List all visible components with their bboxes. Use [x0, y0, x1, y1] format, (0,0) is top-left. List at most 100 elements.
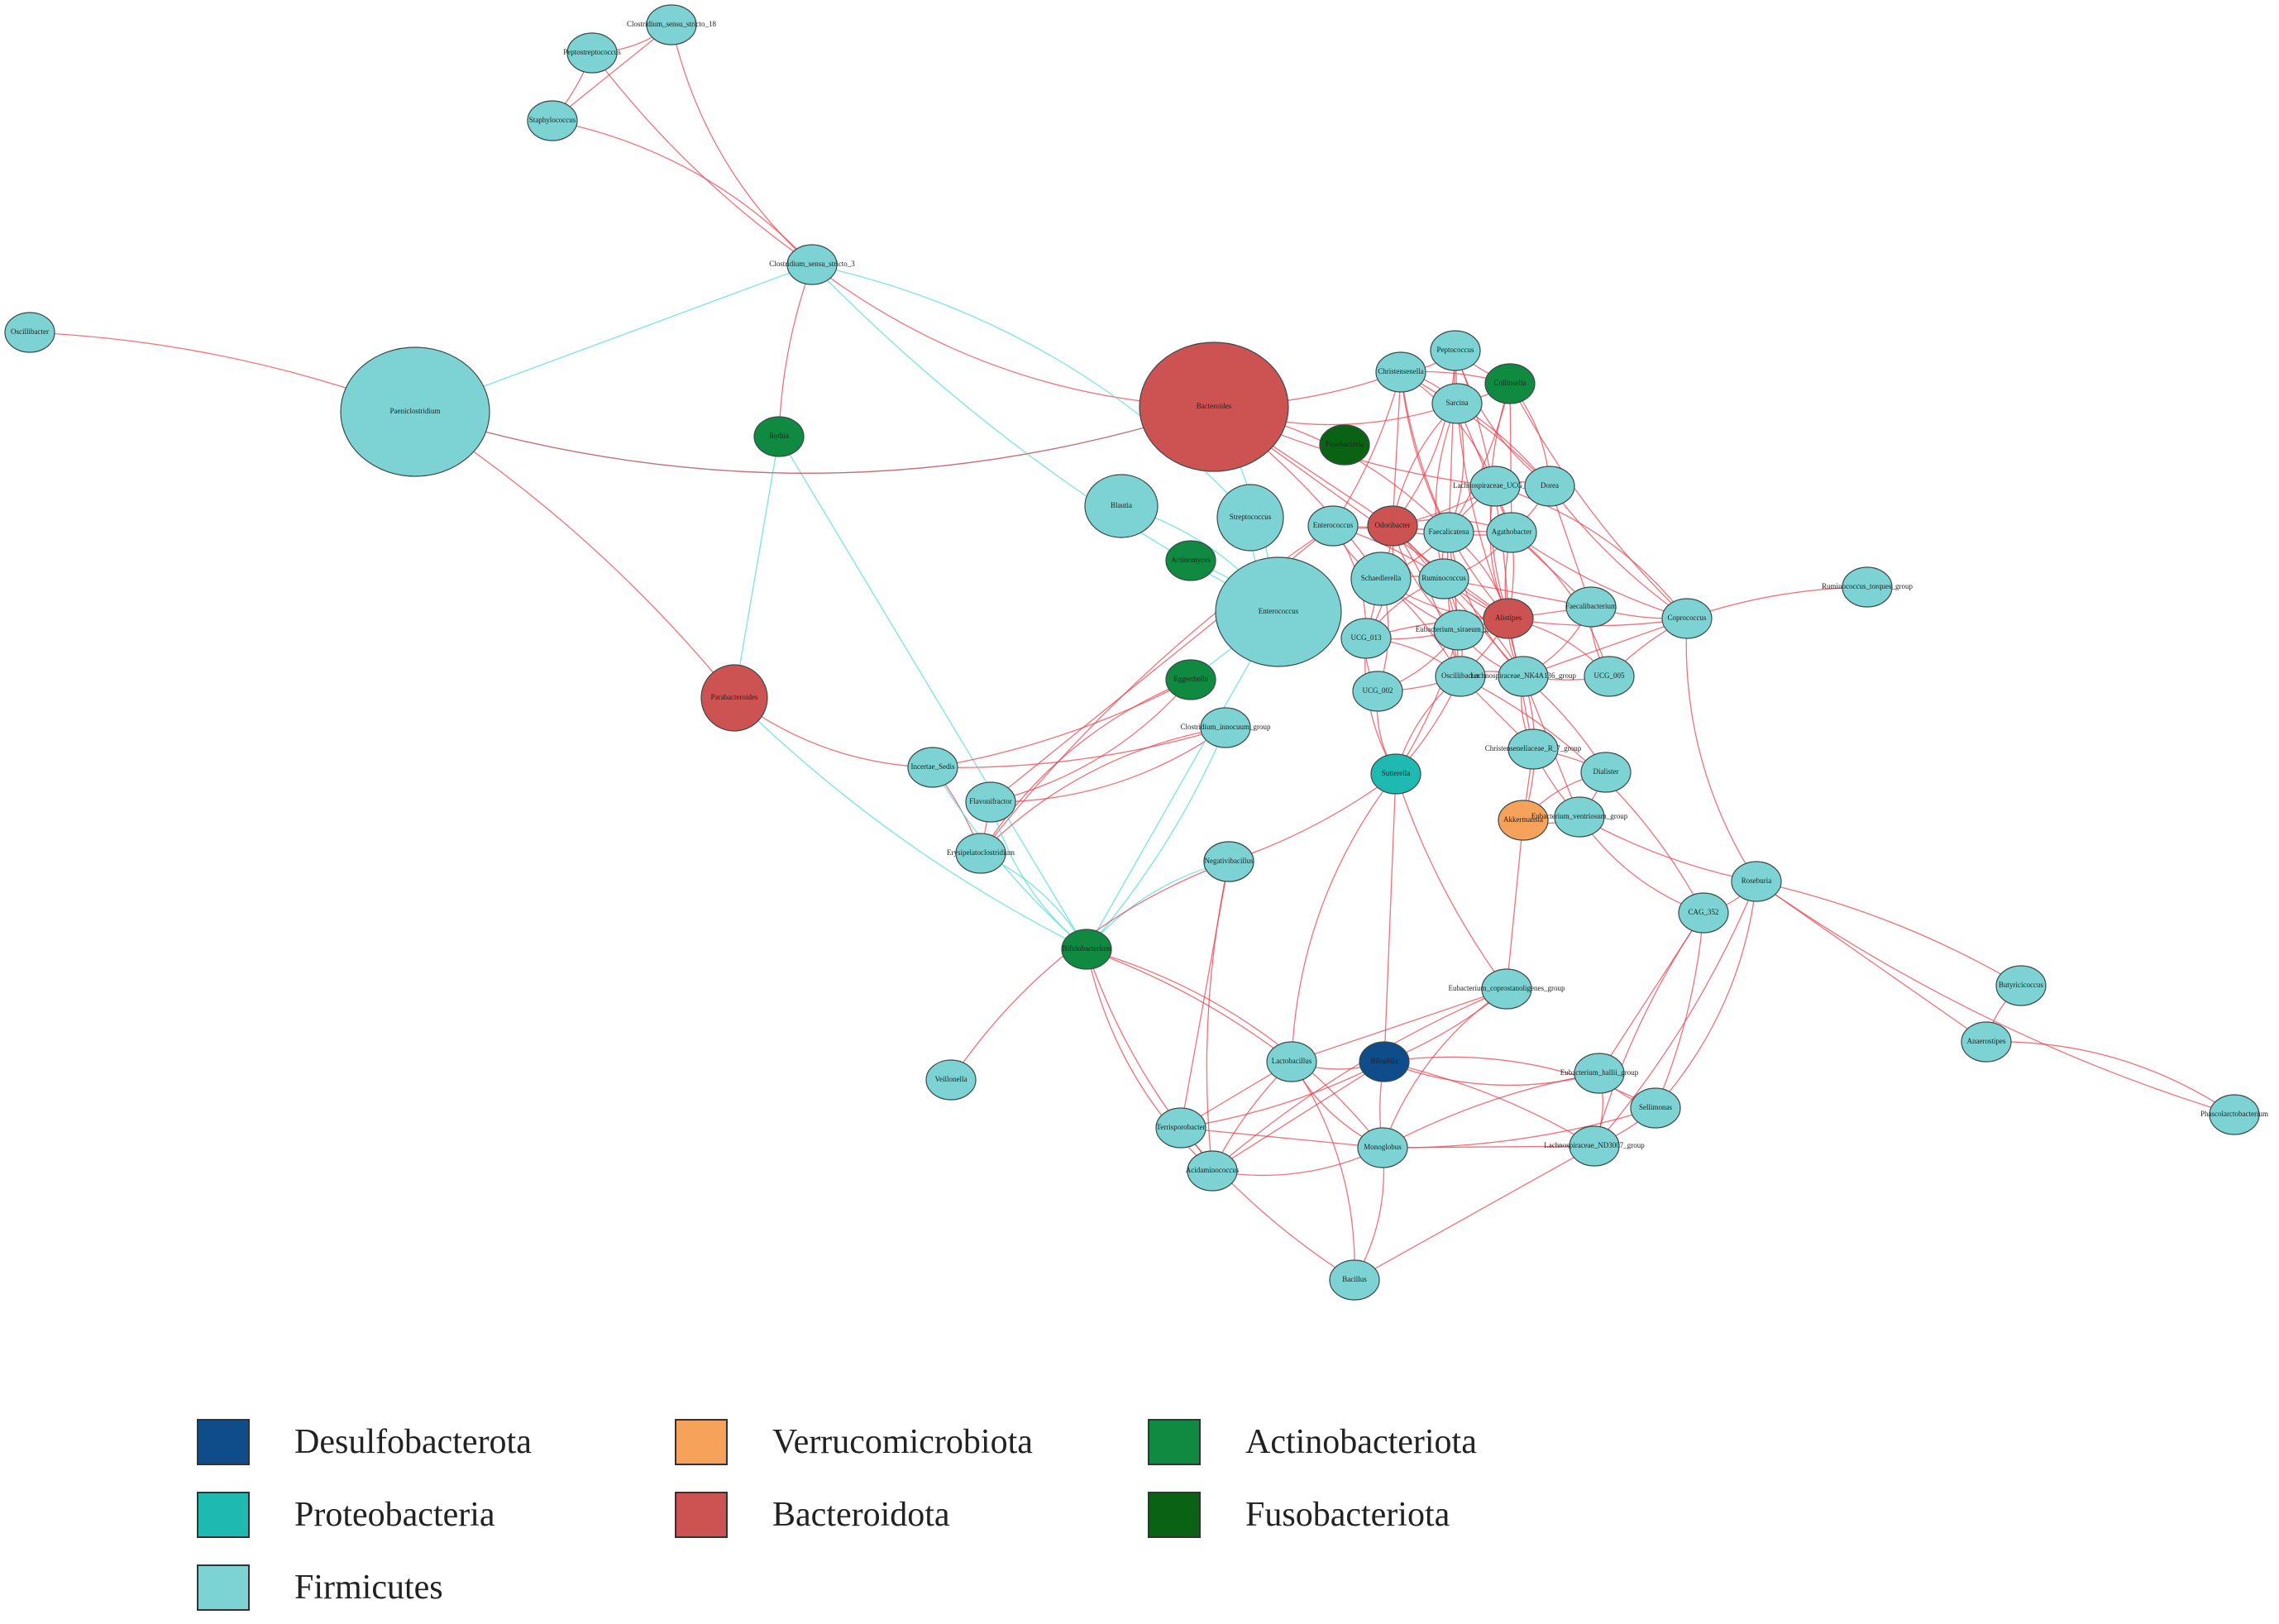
legend-swatch	[675, 1419, 728, 1465]
node-circle	[1498, 656, 1549, 697]
edge-negative	[778, 436, 1087, 950]
node-label: UCG_002	[1362, 686, 1393, 695]
edge-positive	[1593, 912, 1704, 1147]
node-sutterella: Sutterella	[1370, 753, 1421, 795]
node-oscillibacter: Oscillibacter	[4, 312, 55, 353]
node-anaerostipes: Anaerostipes	[1961, 1021, 2012, 1063]
node-rothia: Rothia	[753, 416, 805, 457]
node-veillonella: Veillonella	[925, 1059, 977, 1101]
node-cag-352: CAG_352	[1678, 892, 1729, 934]
node-circle	[965, 781, 1016, 823]
node-label: Eubacterium_coprostanoligenes_group	[1449, 984, 1565, 992]
node-circle	[1584, 656, 1635, 697]
node-circle	[1574, 1053, 1625, 1094]
node-label: Peptostreptococcus	[563, 48, 621, 56]
legend-swatch	[197, 1492, 250, 1538]
node-incertae-sedis: Incertae_Sedis	[907, 747, 958, 788]
node-circle	[527, 100, 578, 141]
network-diagram: Clostridium_sensu_stricto_18Peptostrepto…	[4, 4, 2268, 1301]
edge-positive	[1291, 773, 1397, 1063]
edge-positive	[950, 861, 1230, 1081]
node-circle	[1319, 424, 1370, 466]
nodes-layer: Clostridium_sensu_stricto_18Peptostrepto…	[4, 4, 2268, 1301]
edge-positive	[1382, 988, 1507, 1149]
node-circle	[1187, 1150, 1238, 1192]
edge-positive	[1509, 383, 1512, 533]
node-bacteroides: Bacteroides	[1139, 342, 1289, 472]
node-schaedlerella: Schaedlerella	[1350, 552, 1412, 606]
edge-positive	[1291, 988, 1507, 1063]
node-circle	[1430, 330, 1481, 371]
node-eubacterium-siraeum-group: Eubacterium_siraeum_group	[1416, 609, 1503, 651]
node-circle	[907, 747, 958, 788]
node-label: Agathobacter	[1492, 528, 1531, 536]
node-circle	[1431, 383, 1483, 424]
node-negativibacillus: Negativibacillus	[1203, 841, 1254, 882]
node-label: Veillonella	[935, 1075, 967, 1083]
node-circle	[1842, 566, 1893, 608]
node-label: Oscillibacter	[1441, 671, 1479, 680]
node-label: Terrisporobacter	[1156, 1123, 1205, 1131]
node-circle	[1418, 558, 1469, 599]
edge-positive	[932, 679, 1192, 768]
node-circle	[1139, 342, 1289, 472]
node-circle	[646, 4, 697, 45]
node-circle	[1352, 671, 1403, 712]
node-label: Bacillus	[1342, 1275, 1367, 1283]
node-label: Eubacterium_hallii_group	[1560, 1068, 1639, 1077]
node-label: Anaerostipes	[1967, 1037, 2006, 1045]
edge-negative	[1086, 861, 1230, 950]
node-label: Clostridium_sensu_stricto_3	[769, 260, 855, 268]
node-label: Lachnospiraceae_UCG_004	[1453, 481, 1537, 490]
edge-positive	[1382, 1107, 1656, 1149]
node-circle	[1084, 474, 1159, 538]
edge-positive	[1180, 1127, 1355, 1281]
node-label: Negativibacillus	[1205, 857, 1254, 865]
node-label: Enterococcus	[1313, 521, 1354, 529]
node-lachnospiraceae-nk4a136-group: Lachnospiraceae_NK4A136_group	[1470, 656, 1576, 697]
edge-positive	[1086, 948, 1292, 1063]
node-label: Clostridium_sensu_stricto_18	[627, 20, 717, 28]
node-label: Acidaminococcus	[1186, 1166, 1240, 1174]
node-eggerthella: Eggerthella	[1165, 659, 1216, 700]
node-sarcina: Sarcina	[1431, 383, 1483, 424]
node-butyricicoccus: Butyricicoccus	[1995, 965, 2047, 1006]
node-christensenellaceae-r-7-group: Christensenellaceae_R_7_group	[1485, 728, 1582, 770]
node-circle	[2209, 1094, 2260, 1135]
node-label: Staphylococcus	[529, 116, 576, 124]
edge-positive	[1448, 350, 1456, 533]
edge-negative	[733, 436, 780, 699]
edge-positive	[1655, 912, 1704, 1109]
node-ruminococcus: Ruminococcus	[1418, 558, 1469, 599]
edge-positive	[990, 679, 1192, 803]
node-label: Fusobacteria	[1326, 440, 1364, 448]
node-peptostreptococcus: Peptostreptococcus	[563, 32, 621, 74]
legend-swatch	[675, 1492, 728, 1538]
node-label: Bifidobacterium	[1063, 944, 1111, 953]
node-label: Christensenella	[1378, 367, 1424, 375]
legend-item-desulfobacterota: Desulfobacterota	[197, 1416, 532, 1469]
node-lachnospiraceae-nd3007-group: Lachnospiraceae_ND3007_group	[1544, 1125, 1645, 1167]
node-collinsella: Collinsella	[1484, 363, 1536, 404]
node-label: UCG_013	[1350, 633, 1382, 642]
legend-label: Proteobacteria	[294, 1496, 495, 1534]
node-agathobacter: Agathobacter	[1486, 512, 1537, 553]
edge-positive	[1354, 1145, 1595, 1281]
node-peptococcus: Peptococcus	[1430, 330, 1481, 371]
node-clostridium-innocuum-group: Clostridium_innocuum_group	[1181, 707, 1271, 748]
edge-positive	[1086, 948, 1182, 1129]
node-label: Sutterella	[1382, 769, 1411, 777]
legend-item-firmicutes: Firmicutes	[197, 1561, 443, 1614]
edge-positive	[671, 24, 813, 265]
node-label: Lactobacillus	[1272, 1057, 1312, 1065]
node-ucg-005: UCG_005	[1584, 656, 1635, 697]
node-enterococcus: Enterococcus	[1215, 556, 1342, 667]
edge-positive	[1400, 371, 1509, 619]
node-lachnospiraceae-ucg-004: Lachnospiraceae_UCG_004	[1453, 466, 1537, 507]
edge-positive	[1382, 1072, 1600, 1149]
node-label: Christensenellaceae_R_7_group	[1485, 744, 1582, 752]
node-circle	[1215, 556, 1342, 667]
node-label: Faecalicatena	[1429, 528, 1469, 536]
legend-label: Verrucomicrobiota	[772, 1423, 1033, 1461]
